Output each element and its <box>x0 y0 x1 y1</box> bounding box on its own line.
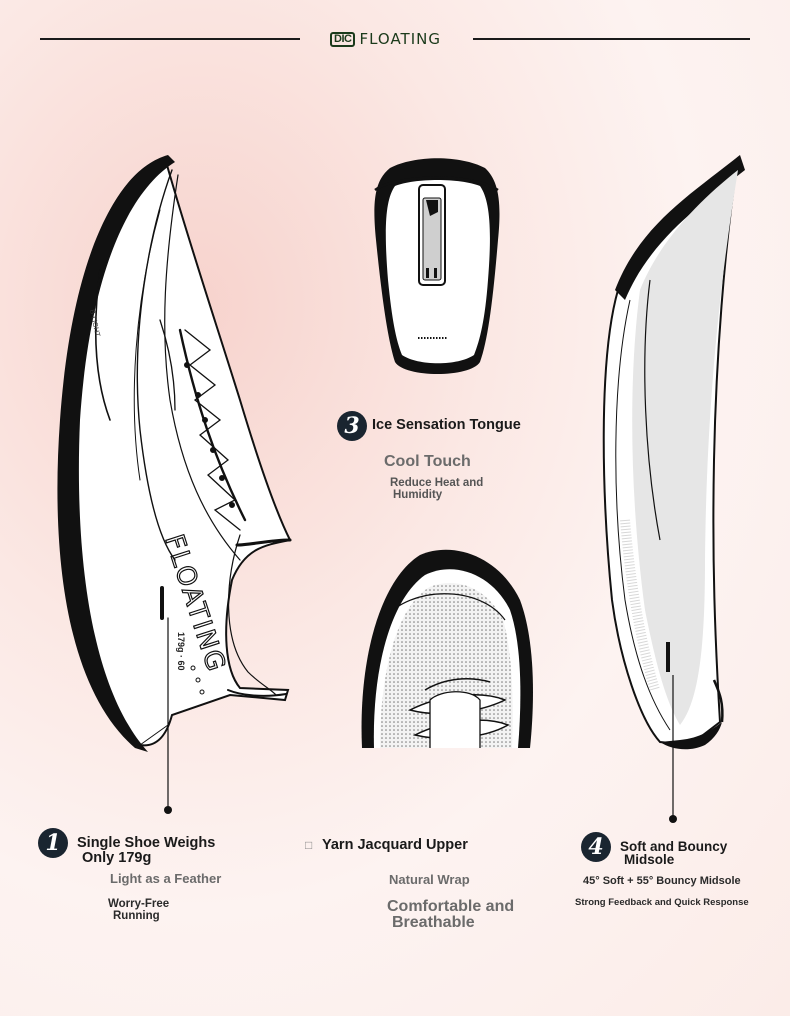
medial-heel-edge <box>712 679 724 723</box>
feature-1-title-line2: Only 179g <box>82 850 152 866</box>
medial-upper-line <box>644 279 661 541</box>
logo-badge: DIC <box>330 31 356 47</box>
medial-top-band <box>615 155 745 300</box>
tongue-logo <box>426 200 438 216</box>
side-upper-line-3 <box>164 174 241 561</box>
feature-2-big-line2: Breathable <box>392 914 475 931</box>
medial-dots <box>620 519 660 692</box>
side-dot <box>195 677 201 683</box>
feature-3-big: Cool Touch <box>384 453 471 470</box>
brand-logo: DIC FLOATING <box>330 30 460 48</box>
side-dot <box>190 665 196 671</box>
shoe-toe-view <box>361 549 533 748</box>
side-eyelet <box>202 417 208 423</box>
side-heel-bottom <box>139 724 169 746</box>
side-eyelet-row <box>178 328 247 522</box>
shoe-tongue-view <box>374 158 500 374</box>
side-upper-line-5 <box>159 319 176 411</box>
shoe-side-view <box>57 155 292 814</box>
feature-4-title-line1: Soft and Bouncy <box>620 839 728 854</box>
side-laces <box>184 329 241 531</box>
logo-text: FLOATING <box>359 30 441 48</box>
feature-1-sub1: Light as a Feather <box>110 871 222 886</box>
side-dot <box>199 689 205 695</box>
feature-2-missing-glyph: □ <box>305 838 313 852</box>
medial-sole-band <box>660 722 722 750</box>
side-toe-line <box>235 538 292 547</box>
feature-1-number: 1 <box>38 828 68 858</box>
side-lace-tail <box>227 534 277 696</box>
toe-lace-3 <box>424 677 491 691</box>
feature-3-title: Ice Sensation Tongue <box>372 417 521 433</box>
tongue-badge-inner <box>422 197 442 281</box>
side-code-text: 179g · 60 <box>176 632 186 671</box>
feature-3-sub-line1: Reduce Heat and <box>390 477 484 489</box>
tongue-collar <box>374 176 499 192</box>
pointer-dot-4 <box>669 815 677 823</box>
feature-3-sub-line2: Humidity <box>393 489 443 501</box>
header-divider-right <box>473 38 750 40</box>
toe-tongue <box>429 691 481 748</box>
tongue-badge-stripe <box>434 268 437 278</box>
feature-1-title-line1: Single Shoe Weighs <box>77 835 216 851</box>
feature-1-sub2-line1: Worry-Free <box>108 898 170 910</box>
feature-4-small1: 45° Soft + 55° Bouncy Midsole <box>583 875 741 887</box>
medial-midsole <box>615 299 671 731</box>
feature-2-big-line1: Comfortable and <box>387 898 515 915</box>
side-bottom-curve <box>227 689 287 697</box>
side-eyelet <box>229 502 235 508</box>
feature-1-sub2-line2: Running <box>113 910 160 922</box>
feature-2-title: Yarn Jacquard Upper <box>322 837 468 853</box>
side-eyelet <box>210 447 216 453</box>
side-eyelet <box>219 475 225 481</box>
header-divider-left <box>40 38 300 40</box>
side-sole-band <box>57 155 175 752</box>
side-upper-line-2 <box>133 209 161 481</box>
tongue-badge-stripe <box>426 268 429 278</box>
feature-4-title-line2: Midsole <box>624 852 675 867</box>
side-upper-line-4 <box>94 269 111 421</box>
medial-shade <box>632 170 738 725</box>
side-eyelet <box>195 392 201 398</box>
side-eyelet <box>184 362 190 368</box>
shoe-medial-view <box>602 155 745 823</box>
feature-3-number: 3 <box>337 411 367 441</box>
pointer-dot-1 <box>164 806 172 814</box>
feature-4-small2: Strong Feedback and Quick Response <box>575 897 749 908</box>
feature-2-sub1: Natural Wrap <box>389 872 470 887</box>
toe-rim <box>382 593 506 621</box>
feature-4-number: 4 <box>581 832 611 862</box>
